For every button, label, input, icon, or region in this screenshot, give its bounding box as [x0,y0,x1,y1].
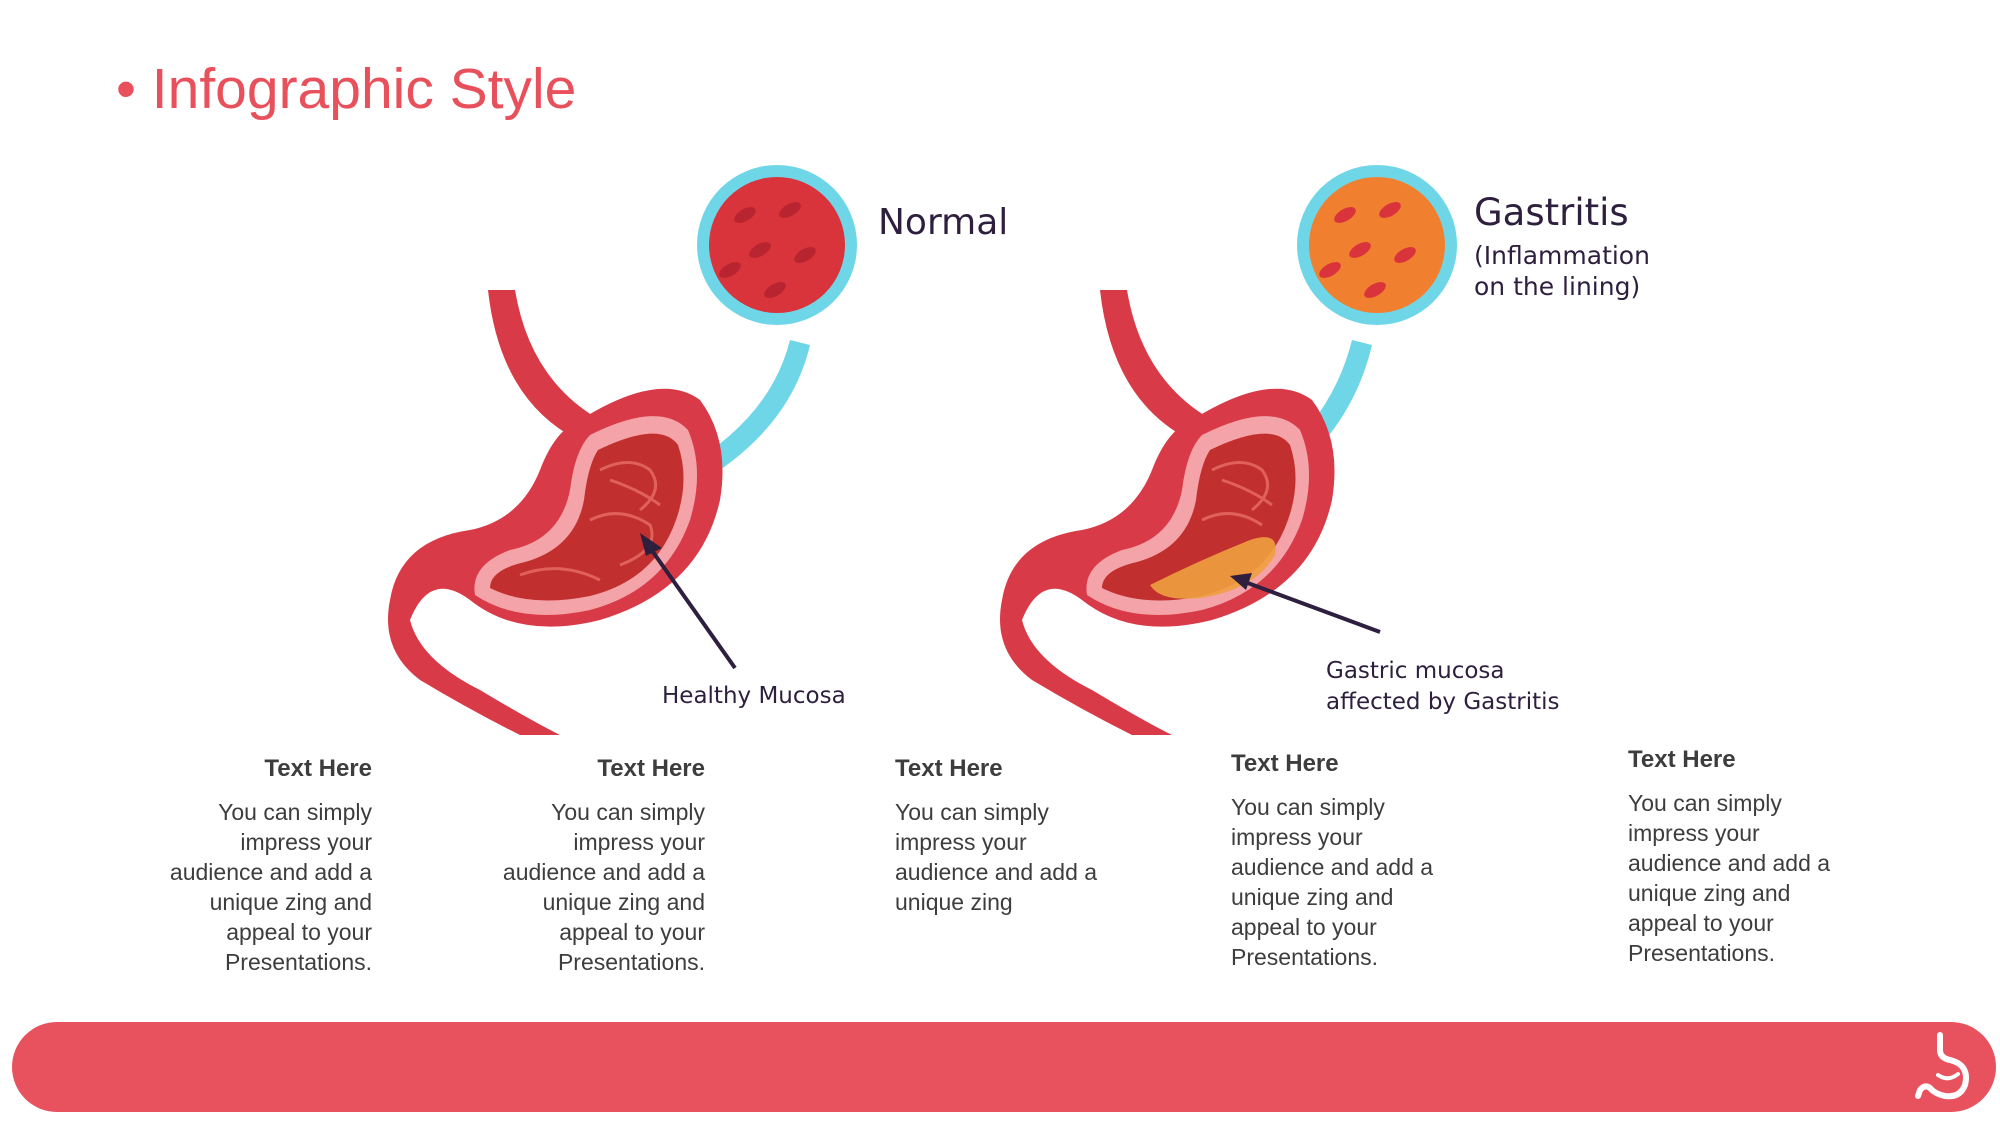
text-box-body: You can simply impress your audience and… [895,799,1098,915]
text-box-heading: Text Here [1628,746,1736,773]
text-box-5: Text Here You can simply impress your au… [1628,746,1838,968]
text-box-2: Text Here You can simply impress your au… [495,755,705,977]
normal-arrow [646,543,737,670]
gastritis-arrow [1244,580,1381,634]
gastritis-mucosa-folds [1201,461,1273,527]
footer-bar [12,1022,1996,1112]
text-box-heading: Text Here [1231,750,1339,777]
normal-arrow-head [640,533,662,556]
text-box-1: Text Here You can simply impress your au… [162,755,372,977]
normal-mucosa-folds [519,461,661,582]
affected-mucosa-label: Gastric mucosa affected by Gastritis [1326,658,1560,715]
gastritis-esophagus [1100,290,1212,440]
text-box-4: Text Here You can simply impress your au… [1231,750,1441,972]
gastritis-tissue-cells [1319,202,1416,298]
gastritis-arrow-head [1230,573,1252,590]
text-box-heading: Text Here [597,755,705,782]
normal-tissue-cells [719,202,816,298]
text-box-heading: Text Here [895,755,1003,782]
text-box-body: You can simply impress your audience and… [502,799,705,975]
stomach-icon [1915,1032,1969,1100]
normal-label: Normal [878,202,1009,243]
text-box-3: Text Here You can simply impress your au… [895,755,1105,917]
normal-magnifier-connector [680,340,810,484]
text-box-body: You can simply impress your audience and… [1628,790,1831,966]
gastritis-label: Gastritis [1474,191,1629,234]
slide-title: • Infographic Style [116,57,577,121]
text-box-body: You can simply impress your audience and… [169,799,372,975]
healthy-mucosa-label: Healthy Mucosa [662,683,846,709]
text-box-body: You can simply impress your audience and… [1231,794,1434,970]
normal-esophagus [488,290,600,440]
gastritis-sublabel: (Inflammation on the lining) [1474,241,1650,301]
text-box-heading: Text Here [264,755,372,782]
